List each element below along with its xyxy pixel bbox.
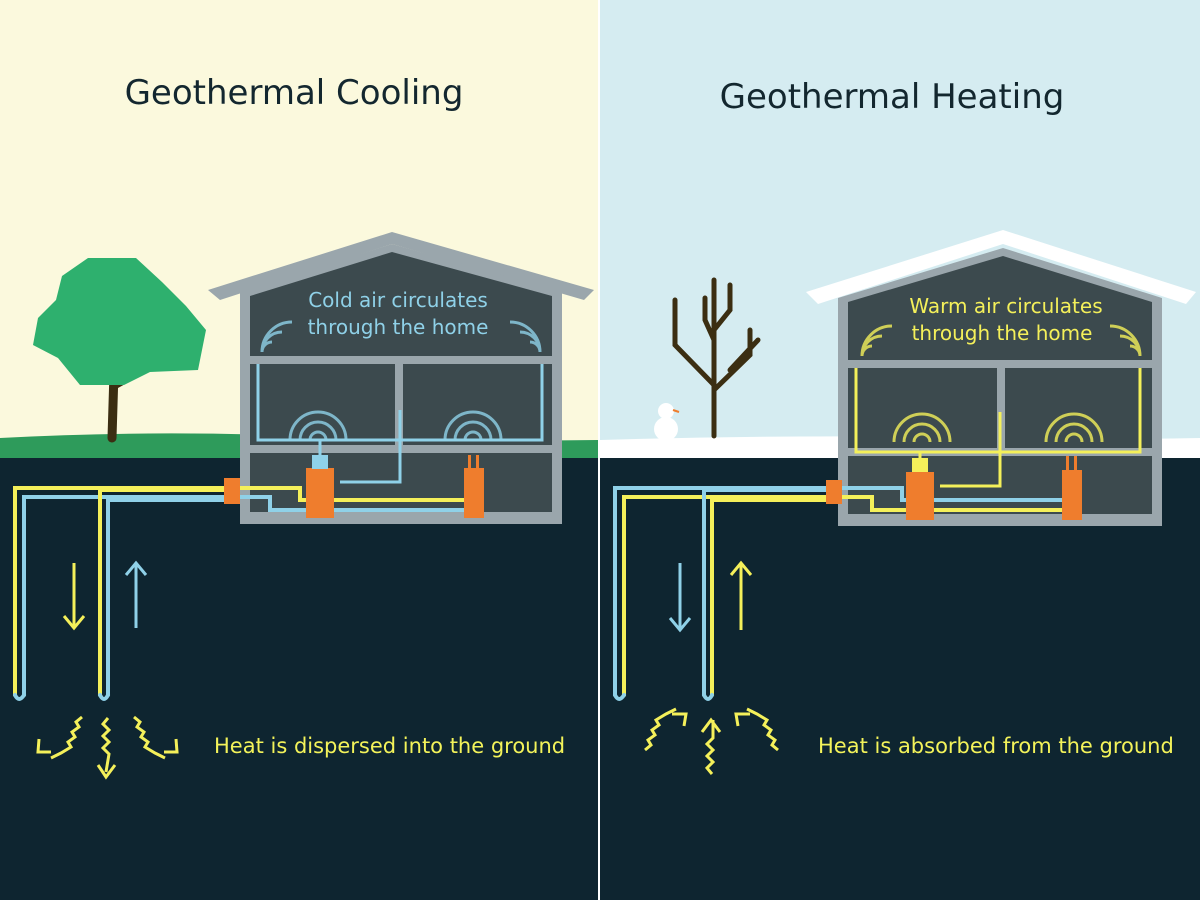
heat-wave-icon bbox=[133, 715, 179, 760]
heat-wave-icon bbox=[644, 707, 688, 752]
heating-heat-arrows bbox=[644, 707, 779, 775]
heat-wave-icon bbox=[260, 320, 293, 353]
heat-wave-icon bbox=[892, 412, 952, 443]
cooling-air-wave-icons bbox=[260, 320, 542, 441]
heat-wave-icon bbox=[1044, 412, 1104, 443]
heating-air-wave-icons bbox=[860, 324, 1142, 443]
cooling-flow-arrows bbox=[62, 560, 148, 631]
heat-pump-top bbox=[912, 458, 928, 472]
heating-house-label-line1: Warm air circulates bbox=[909, 294, 1102, 318]
heat-pump-unit bbox=[906, 472, 934, 520]
panel-divider bbox=[598, 0, 600, 900]
cooling-house-label-line1: Cold air circulates bbox=[308, 288, 488, 312]
cooling-house-label-line2: through the home bbox=[308, 315, 489, 339]
ground-loop-connector bbox=[224, 478, 240, 504]
ground-loop-connector bbox=[826, 480, 842, 504]
cooling-heat-arrows bbox=[36, 715, 179, 780]
heat-wave-icon bbox=[443, 410, 503, 441]
flow-arrow-icon bbox=[729, 560, 753, 630]
heat-wave-icon bbox=[288, 410, 348, 441]
heat-wave-icon bbox=[36, 715, 83, 760]
heating-flow-arrows bbox=[668, 560, 753, 633]
flow-arrow-icon bbox=[668, 563, 692, 633]
heating-ground-pipes bbox=[613, 486, 1070, 701]
water-heater-unit bbox=[464, 468, 484, 518]
heat-wave-icon bbox=[734, 707, 779, 752]
snowman-icon bbox=[654, 403, 680, 441]
heating-title: Geothermal Heating bbox=[720, 77, 1065, 117]
flow-arrow-icon bbox=[124, 560, 148, 628]
tree-icon bbox=[33, 258, 206, 443]
cooling-ground-pipes bbox=[13, 486, 472, 701]
cooling-title: Geothermal Cooling bbox=[125, 73, 464, 113]
heat-wave-icon bbox=[700, 717, 722, 775]
heat-pump-top bbox=[312, 455, 328, 469]
flow-arrow-icon bbox=[62, 563, 86, 631]
cooling-ground-label: Heat is dispersed into the ground bbox=[214, 734, 565, 758]
heat-wave-icon bbox=[860, 324, 893, 357]
heat-wave-icon bbox=[509, 320, 542, 353]
heating-ground-label: Heat is absorbed from the ground bbox=[818, 734, 1174, 758]
heating-house-label-line2: through the home bbox=[912, 321, 1093, 345]
heating-ground bbox=[600, 455, 1200, 900]
cooling-panel: Geothermal Cooling Cold air circulates t… bbox=[0, 0, 598, 900]
heat-wave-icon bbox=[96, 717, 117, 780]
heat-wave-icon bbox=[1109, 324, 1142, 357]
bare-tree-icon bbox=[672, 277, 761, 439]
heat-pump-unit bbox=[306, 468, 334, 518]
heating-panel: Geothermal Heating Warm air circulates bbox=[600, 0, 1200, 900]
water-heater-unit bbox=[1062, 470, 1082, 520]
